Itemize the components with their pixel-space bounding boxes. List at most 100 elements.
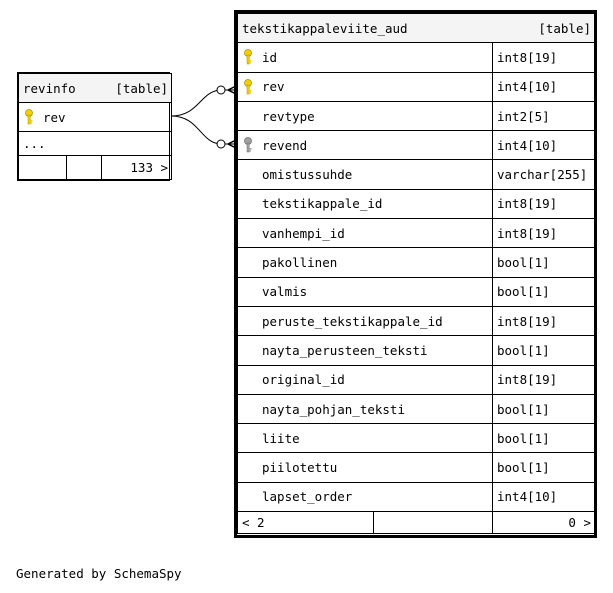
- primary-key-icon: [242, 78, 262, 95]
- column-row[interactable]: vanhempi_id int8[19]: [237, 218, 595, 249]
- column-type: int4[10]: [492, 481, 595, 513]
- column-row[interactable]: omistussuhde varchar[255]: [237, 159, 595, 190]
- column-name-cell[interactable]: revend: [237, 130, 493, 161]
- primary-key-icon: [242, 49, 262, 65]
- column-type: bool[1]: [492, 452, 595, 483]
- column-name-cell[interactable]: valmis: [237, 276, 493, 307]
- column-name-cell[interactable]: revtype: [237, 100, 493, 132]
- column-type: bool[1]: [492, 393, 595, 425]
- column-type: int8[19]: [492, 305, 595, 337]
- column-type: bool[1]: [492, 276, 595, 307]
- column-name: peruste_tekstikappale_id: [262, 313, 443, 329]
- column-name-cell[interactable]: piilotettu: [237, 452, 493, 483]
- key-icon-slot: [242, 225, 262, 241]
- column-name-cell[interactable]: nayta_perusteen_teksti: [237, 335, 493, 366]
- column-name: lapset_order: [262, 489, 353, 505]
- column-row[interactable]: lapset_order int4[10]: [237, 481, 595, 513]
- key-icon-slot: [242, 401, 262, 417]
- column-name: original_id: [262, 372, 345, 388]
- footer-parents[interactable]: [18, 155, 67, 180]
- table-name[interactable]: tekstikappaleviite_aud: [242, 20, 408, 36]
- column-name-cell[interactable]: pakollinen: [237, 247, 493, 278]
- table-type-label: [table]: [115, 80, 169, 96]
- column-row[interactable]: valmis bool[1]: [237, 276, 595, 307]
- key-icon-slot: [242, 167, 262, 183]
- column-name-cell[interactable]: omistussuhde: [237, 159, 493, 190]
- footer-children-count[interactable]: 0 >: [492, 511, 595, 535]
- column-row[interactable]: rev int4[10]: [237, 71, 595, 102]
- footer-spacer: [66, 155, 102, 180]
- column-row[interactable]: peruste_tekstikappale_id int8[19]: [237, 305, 595, 337]
- column-type: int2[5]: [492, 100, 595, 132]
- column-row[interactable]: revtype int2[5]: [237, 100, 595, 132]
- column-name: omistussuhde: [262, 167, 353, 183]
- column-name-cell[interactable]: original_id: [237, 364, 493, 395]
- table-header[interactable]: tekstikappaleviite_aud [table]: [237, 12, 595, 44]
- key-icon-slot: [242, 108, 262, 124]
- primary-key-icon: [23, 109, 43, 125]
- column-row[interactable]: rev: [17, 102, 173, 132]
- column-name: tekstikappale_id: [262, 196, 383, 212]
- column-type: int8[19]: [492, 188, 595, 220]
- column-row[interactable]: piilotettu bool[1]: [237, 452, 595, 483]
- key-icon-slot: [242, 284, 262, 300]
- column-name-cell[interactable]: peruste_tekstikappale_id: [237, 305, 493, 337]
- column-type: int8[19]: [492, 42, 595, 73]
- key-icon-slot: [242, 372, 262, 388]
- key-icon-slot: [242, 255, 262, 271]
- key-icon-slot: [242, 196, 262, 212]
- key-icon-slot: [242, 313, 262, 329]
- column-type: bool[1]: [492, 335, 595, 366]
- table-tekstikappaleviite-aud[interactable]: tekstikappaleviite_aud [table] id int8[19…: [234, 10, 597, 538]
- column-name: revend: [262, 137, 308, 153]
- column-name: piilotettu: [262, 460, 338, 476]
- column-type: int4[10]: [492, 130, 595, 161]
- column-name: pakollinen: [262, 255, 338, 271]
- table-revinfo[interactable]: revinfo [table] rev: [17, 72, 173, 181]
- column-row[interactable]: nayta_perusteen_teksti bool[1]: [237, 335, 595, 366]
- column-name-cell[interactable]: vanhempi_id: [237, 218, 493, 249]
- column-type: int8[19]: [492, 218, 595, 249]
- key-icon-slot: [242, 460, 262, 476]
- connector-revend: [170, 115, 223, 145]
- footer-parents-count[interactable]: < 2: [237, 511, 374, 535]
- generated-by-text: Generated by SchemaSpy: [16, 566, 182, 581]
- column-name-cell[interactable]: id: [237, 42, 493, 73]
- column-row[interactable]: nayta_pohjan_teksti bool[1]: [237, 393, 595, 425]
- key-icon-slot: [242, 430, 262, 446]
- column-type: int4[10]: [492, 71, 595, 102]
- key-icon-slot: [242, 489, 262, 505]
- table-name[interactable]: revinfo: [23, 80, 76, 96]
- more-columns[interactable]: ...: [17, 131, 173, 156]
- column-name: nayta_perusteen_teksti: [262, 342, 428, 358]
- connector-rev: [170, 89, 223, 117]
- column-type: int8[19]: [492, 364, 595, 395]
- table-header[interactable]: revinfo [table]: [17, 73, 173, 103]
- column-name: vanhempi_id: [262, 225, 345, 241]
- column-name: valmis: [262, 284, 308, 300]
- column-name: revtype: [262, 108, 315, 124]
- column-row[interactable]: revend int4[10]: [237, 130, 595, 161]
- footer-children-count[interactable]: 133 >: [100, 155, 173, 180]
- column-row[interactable]: liite bool[1]: [237, 423, 595, 454]
- foreign-key-icon: [242, 137, 262, 153]
- column-name-cell[interactable]: lapset_order: [237, 481, 493, 513]
- column-name-cell[interactable]: nayta_pohjan_teksti: [237, 393, 493, 425]
- column-name: nayta_pohjan_teksti: [262, 401, 405, 417]
- column-name: liite: [262, 430, 300, 446]
- footer-spacer: [373, 511, 493, 535]
- column-row[interactable]: id int8[19]: [237, 42, 595, 73]
- column-name: rev: [262, 79, 285, 95]
- table-type-label: [table]: [538, 20, 591, 36]
- column-row[interactable]: original_id int8[19]: [237, 364, 595, 395]
- column-name-cell[interactable]: liite: [237, 423, 493, 454]
- column-name: rev: [43, 109, 66, 125]
- column-name-cell[interactable]: rev: [237, 71, 493, 102]
- column-name: id: [262, 49, 278, 65]
- column-name-cell[interactable]: tekstikappale_id: [237, 188, 493, 220]
- key-icon-slot: [242, 342, 262, 358]
- column-type: bool[1]: [492, 423, 595, 454]
- column-type: varchar[255]: [492, 159, 595, 190]
- column-row[interactable]: tekstikappale_id int8[19]: [237, 188, 595, 220]
